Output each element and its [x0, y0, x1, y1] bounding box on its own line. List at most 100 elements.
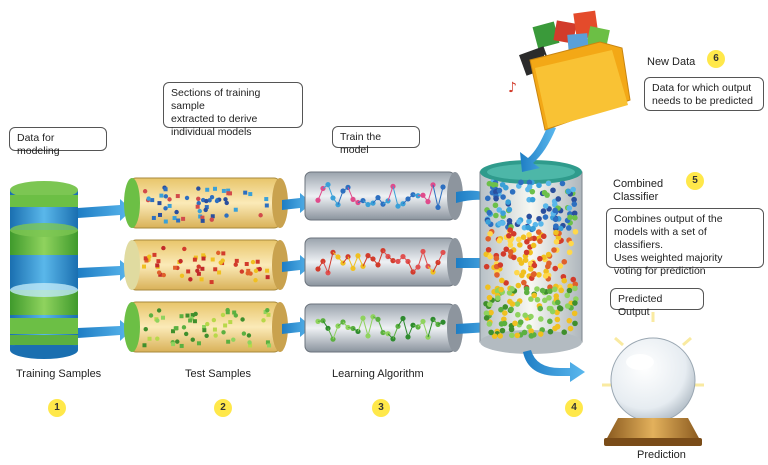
svg-text:♪: ♪	[508, 80, 517, 96]
sample-shape	[147, 254, 152, 259]
classifier-dot	[552, 216, 559, 223]
classifier-dot	[498, 286, 504, 293]
classifier-dot	[536, 182, 542, 189]
callout-text-line: Data for which output	[652, 82, 752, 94]
classifier-dot	[531, 262, 538, 269]
sample-shape	[196, 201, 201, 206]
sample-shape	[171, 342, 176, 347]
classifier-dot	[565, 188, 572, 195]
classifier-dot	[483, 310, 490, 317]
sample-shape	[243, 190, 248, 195]
classifier-dot	[531, 292, 538, 299]
sample-shape	[148, 313, 154, 318]
sample-shape	[209, 195, 215, 200]
sample-shape	[179, 314, 184, 319]
sample-shape	[196, 271, 201, 276]
sample-shape	[193, 255, 198, 260]
classifier-dot	[556, 305, 563, 311]
sample-shape	[221, 330, 226, 335]
callout-text: Data for modeling	[17, 132, 60, 157]
sample-shape	[221, 188, 226, 193]
sample-shape	[226, 188, 231, 193]
classifier-dot	[522, 312, 528, 319]
sample-shape	[267, 343, 272, 348]
classifier-dot	[521, 279, 527, 286]
sample-shape	[150, 198, 155, 203]
sample-shape	[192, 257, 197, 262]
classifier-dot	[496, 220, 503, 227]
sample-shape	[143, 326, 148, 332]
classifier-dot	[540, 208, 547, 214]
sample-shape	[201, 253, 206, 258]
sample-shape	[179, 343, 184, 348]
sample-shape	[220, 312, 226, 318]
sample-shape	[258, 213, 263, 218]
sample-shape	[202, 324, 207, 329]
classifier-dot	[529, 188, 536, 195]
sample-shape	[213, 267, 218, 272]
callout-train-model: Train the model	[332, 126, 420, 156]
sample-shape	[248, 271, 253, 276]
network-link	[427, 319, 434, 338]
sample-shape	[217, 270, 222, 275]
step-badge-6: 6	[707, 50, 725, 68]
classifier-dot	[542, 214, 549, 220]
classifier-dot	[554, 316, 561, 323]
sample-shape	[209, 217, 214, 222]
network-node	[440, 184, 446, 190]
network-node	[365, 253, 371, 259]
sample-shape	[200, 266, 205, 271]
sample-shape	[174, 209, 179, 215]
arrow-prediction-out	[523, 350, 585, 382]
sample-shape	[233, 313, 239, 318]
sample-shape	[250, 259, 256, 265]
sample-shape	[226, 191, 231, 196]
classifier-dot	[531, 235, 537, 242]
classifier-dot	[543, 268, 549, 275]
sample-shape	[264, 203, 269, 208]
classifier-dot	[496, 207, 503, 213]
classifier-dot	[522, 257, 529, 263]
sample-shape	[205, 187, 210, 192]
sample-shape	[151, 215, 156, 220]
classifier-dot	[503, 280, 509, 286]
classifier-dot	[508, 306, 514, 313]
network-link	[422, 321, 429, 338]
learning-networks	[315, 181, 446, 342]
classifier-dot	[487, 230, 493, 237]
classifier-dot	[498, 321, 505, 327]
classifier-dot	[561, 277, 568, 284]
classifier-dot	[555, 196, 562, 202]
classifier-dot	[493, 212, 499, 219]
network-link	[392, 186, 399, 207]
arrows-training-to-test	[78, 199, 132, 341]
sample-shape	[218, 260, 223, 265]
classifier-dot	[507, 298, 513, 305]
classifier-dot	[499, 181, 506, 188]
sample-shape	[234, 258, 239, 263]
sample-shape	[265, 275, 270, 280]
classifier-dot	[553, 229, 559, 236]
classifier-dot	[519, 272, 525, 279]
network-node	[440, 319, 446, 325]
network-link	[422, 251, 429, 267]
sample-shape	[181, 325, 187, 330]
classifier-dot	[491, 333, 498, 339]
callout-text: Train the model	[340, 131, 382, 156]
sample-shape	[211, 317, 217, 323]
callout-text-line: Sections of training sample	[171, 87, 261, 112]
classifier-dot	[547, 328, 554, 335]
classifier-dot	[566, 287, 573, 294]
classifier-dot	[526, 213, 532, 220]
classifier-dot	[485, 219, 491, 225]
classifier-dot	[558, 287, 565, 294]
callout-text-line: extracted to derive	[171, 113, 258, 125]
classifier-dot	[499, 327, 506, 334]
classifier-dot	[530, 225, 536, 232]
classifier-dot	[545, 180, 552, 187]
sample-shape	[163, 194, 169, 199]
sample-shape	[176, 218, 181, 223]
classifier-dot	[565, 225, 572, 231]
classifier-dot	[496, 237, 503, 244]
